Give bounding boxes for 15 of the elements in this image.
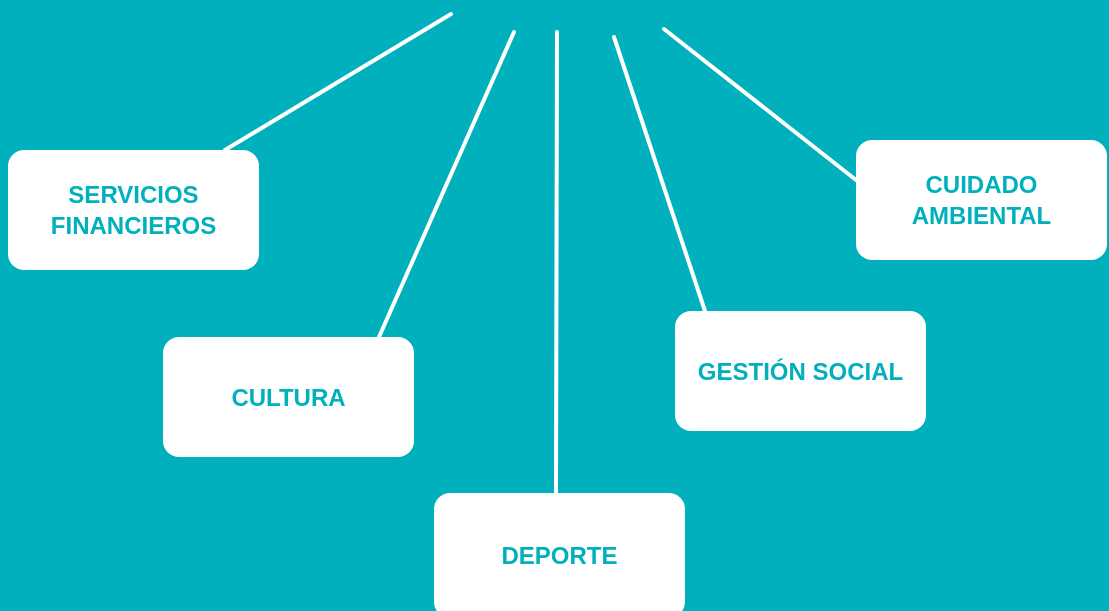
connector-line (612, 35, 707, 313)
connector-line (554, 30, 559, 495)
topic-label: GESTIÓN SOCIAL (697, 356, 904, 387)
topic-box (856, 140, 1107, 260)
topic-label: DEPORTE (501, 541, 618, 571)
topic-box (163, 337, 414, 457)
connector-line (223, 12, 453, 152)
topic-label: CUIDADO AMBIENTAL (910, 170, 1053, 231)
topic-box (8, 150, 259, 270)
connector-line (377, 30, 516, 339)
topic-label: CULTURA (231, 382, 346, 413)
topic-box (434, 493, 685, 611)
topic-box (675, 311, 926, 431)
topic-label: SERVICIOS FINANCIEROS (49, 180, 218, 241)
connector-line (662, 27, 858, 182)
